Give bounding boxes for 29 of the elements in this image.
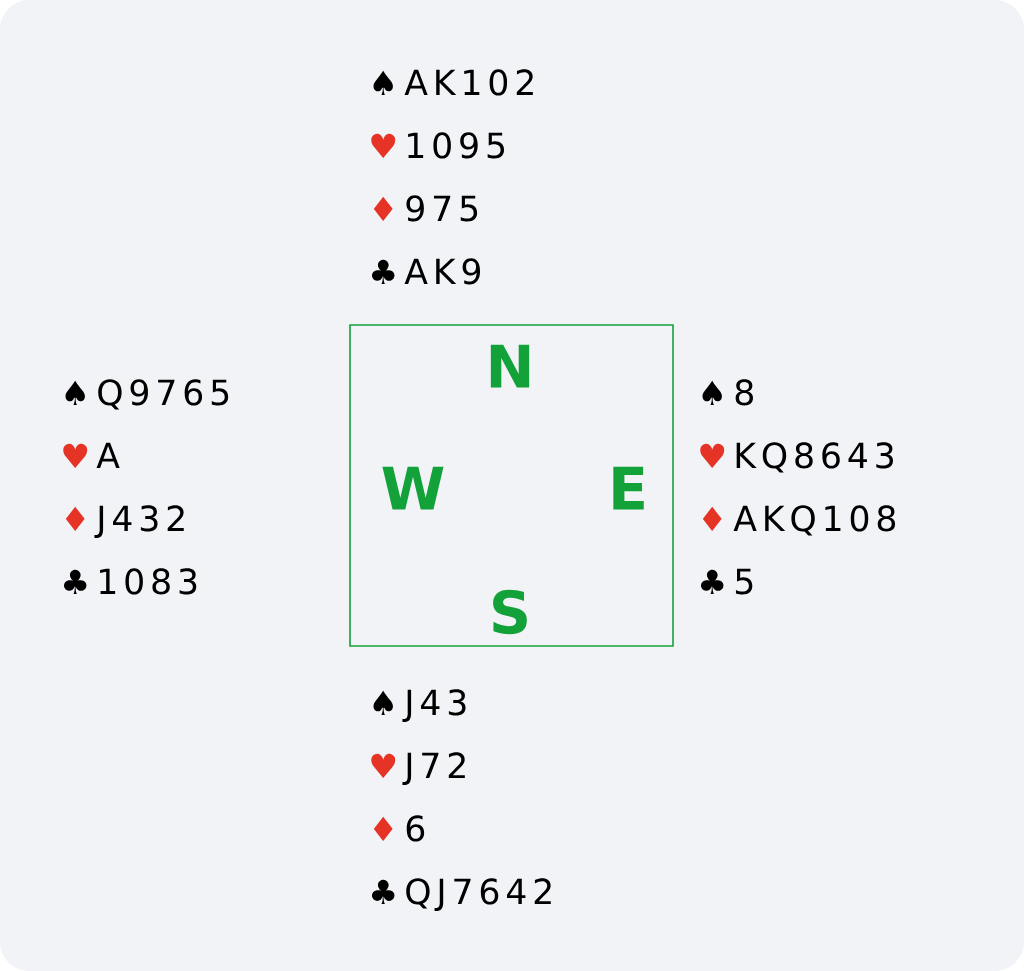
suit-symbol: ♦ [65,506,85,531]
suit-symbol: ♣ [371,259,395,284]
suit-symbol: ♠ [373,70,393,95]
card-ranks: J432 [94,505,184,538]
card-ranks: 1083 [100,568,197,595]
card-ranks: 8 [735,379,753,406]
card-ranks: J43 [402,689,466,722]
suit-symbol: ♦ [373,196,393,221]
card-ranks: J72 [402,752,465,785]
suit-symbol: ♥ [63,443,88,468]
suit-symbol: ♣ [63,569,87,594]
suit-symbol: ♣ [371,879,395,904]
card-ranks: Q9765 [98,379,229,410]
card-ranks: KQ8643 [736,442,893,473]
suit-symbol: ♠ [65,380,85,405]
suit-symbol: ♥ [371,133,396,158]
suit-symbol: ♠ [373,690,393,715]
card-ranks: 6 [406,815,425,842]
card-ranks: 975 [406,195,478,222]
card-ranks: AKQ108 [733,505,896,536]
suit-symbol: ♦ [373,816,393,841]
compass-box: N W E S [349,324,674,647]
card-ranks: 1095 [408,132,504,159]
card-ranks: A [96,442,120,468]
card-ranks: QJ7642 [406,878,551,911]
card-ranks: AK9 [404,258,481,285]
card-ranks: AK102 [404,69,533,96]
card-ranks: 5 [735,568,753,595]
suit-symbol: ♥ [371,753,396,778]
